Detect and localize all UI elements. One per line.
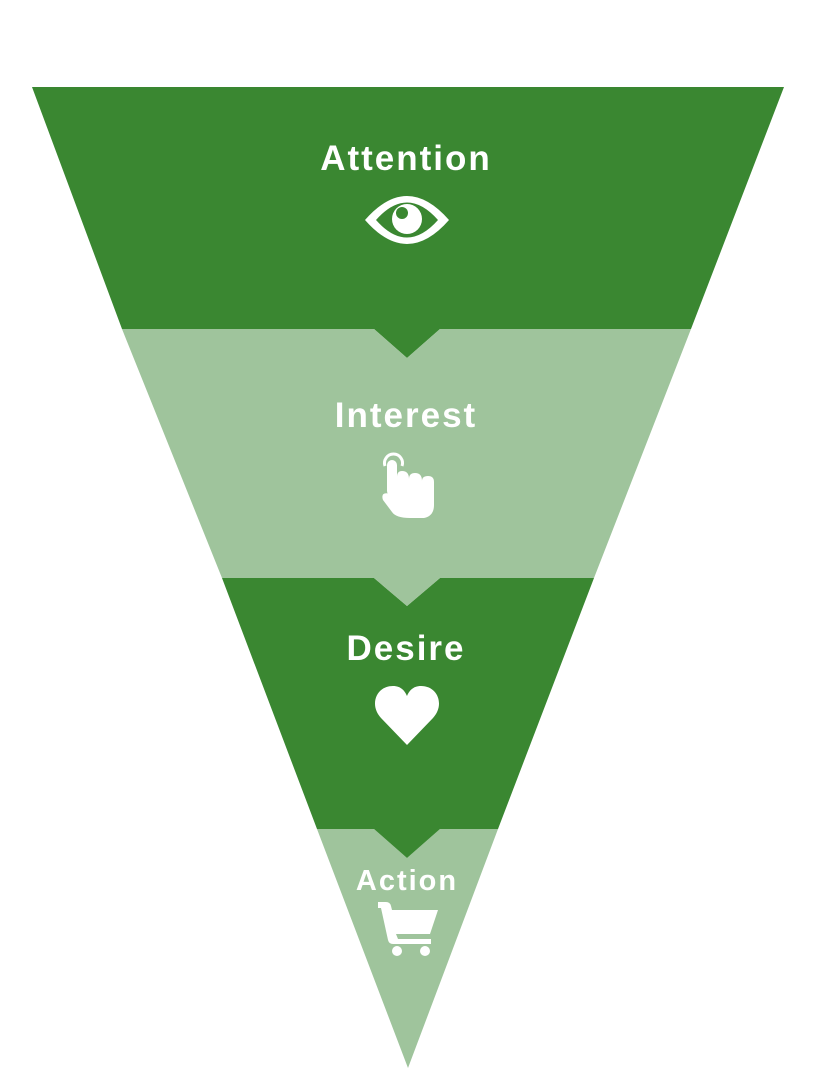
heart-icon <box>374 686 440 745</box>
stage-label-desire: Desire <box>346 629 465 668</box>
shopping-cart-icon <box>378 902 438 956</box>
stage-label-interest: Interest <box>335 396 477 435</box>
pointing-hand-icon <box>382 452 434 518</box>
eye-icon <box>365 196 449 244</box>
stage-label-attention: Attention <box>320 139 492 178</box>
stage-band-interest <box>122 329 691 606</box>
stage-label-action: Action <box>356 865 458 897</box>
stage-band-action <box>317 829 498 1068</box>
